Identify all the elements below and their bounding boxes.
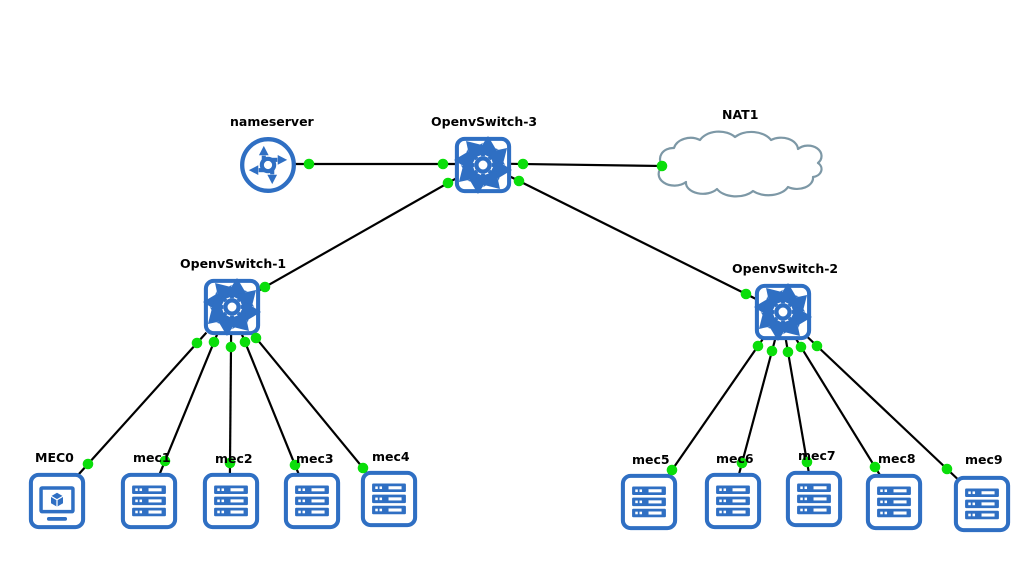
host-monitor-cube-icon (28, 472, 86, 530)
node-mec7[interactable] (785, 470, 843, 528)
node-nat1[interactable] (657, 130, 824, 198)
node-label-nat1[interactable]: NAT1 (722, 107, 759, 122)
link-openvswitch-1-mec3[interactable] (238, 328, 302, 479)
node-label-mec4[interactable]: mec4 (372, 449, 410, 464)
node-label-openvswitch-3[interactable]: OpenvSwitch-3 (431, 114, 538, 129)
node-label-mec9[interactable]: mec9 (965, 452, 1003, 467)
link-openvswitch-3-openvswitch-1[interactable] (252, 175, 461, 295)
node-mec9[interactable] (953, 475, 1011, 533)
server-icon (202, 472, 260, 530)
link-openvswitch-2-mec6[interactable] (737, 337, 777, 477)
link-openvswitch-3-nat1[interactable] (508, 162, 677, 168)
link-openvswitch-2-mec8[interactable] (792, 334, 884, 480)
link-openvswitch-2-mec7[interactable] (784, 338, 811, 476)
server-icon (953, 475, 1011, 533)
server-icon (120, 472, 178, 530)
node-label-mec6[interactable]: mec6 (716, 451, 754, 466)
node-label-mec1[interactable]: mec1 (133, 450, 171, 465)
node-label-mec0[interactable]: MEC0 (35, 450, 74, 465)
openvswitch-icon (754, 283, 812, 341)
link-openvswitch-1-mec0[interactable] (77, 331, 208, 476)
node-mec3[interactable] (283, 472, 341, 530)
server-icon (865, 473, 923, 531)
node-nameserver[interactable] (239, 136, 297, 194)
server-icon (704, 472, 762, 530)
link-openvswitch-1-mec1[interactable] (158, 328, 221, 475)
node-mec0[interactable] (28, 472, 86, 530)
node-mec8[interactable] (865, 473, 923, 531)
node-mec6[interactable] (704, 472, 762, 530)
node-label-mec5[interactable]: mec5 (632, 452, 670, 467)
server-icon (620, 473, 678, 531)
node-label-mec7[interactable]: mec7 (798, 448, 836, 463)
node-label-openvswitch-2[interactable]: OpenvSwitch-2 (732, 261, 839, 276)
nat-cloud-icon (657, 130, 823, 198)
node-mec4[interactable] (360, 470, 418, 528)
link-openvswitch-1-mec2[interactable] (228, 332, 233, 478)
node-mec2[interactable] (202, 472, 260, 530)
link-openvswitch-2-mec5[interactable] (663, 333, 767, 483)
node-label-nameserver[interactable]: nameserver (230, 114, 314, 129)
node-label-openvswitch-1[interactable]: OpenvSwitch-1 (180, 256, 287, 271)
node-openvswitch-1[interactable] (203, 278, 261, 336)
node-label-mec8[interactable]: mec8 (878, 451, 916, 466)
openvswitch-icon (454, 136, 512, 194)
server-icon (360, 470, 418, 528)
node-mec5[interactable] (620, 473, 678, 531)
openvswitch-icon (203, 278, 261, 336)
server-icon (283, 472, 341, 530)
link-openvswitch-1-mec4[interactable] (246, 326, 373, 480)
node-openvswitch-2[interactable] (754, 283, 812, 341)
link-openvswitch-3-openvswitch-2[interactable] (505, 173, 760, 302)
link-openvswitch-2-mec9[interactable] (806, 335, 958, 480)
router-icon (240, 137, 296, 193)
node-label-mec2[interactable]: mec2 (215, 451, 253, 466)
node-label-mec3[interactable]: mec3 (296, 451, 334, 466)
server-icon (785, 470, 843, 528)
node-mec1[interactable] (120, 472, 178, 530)
node-openvswitch-3[interactable] (454, 136, 512, 194)
